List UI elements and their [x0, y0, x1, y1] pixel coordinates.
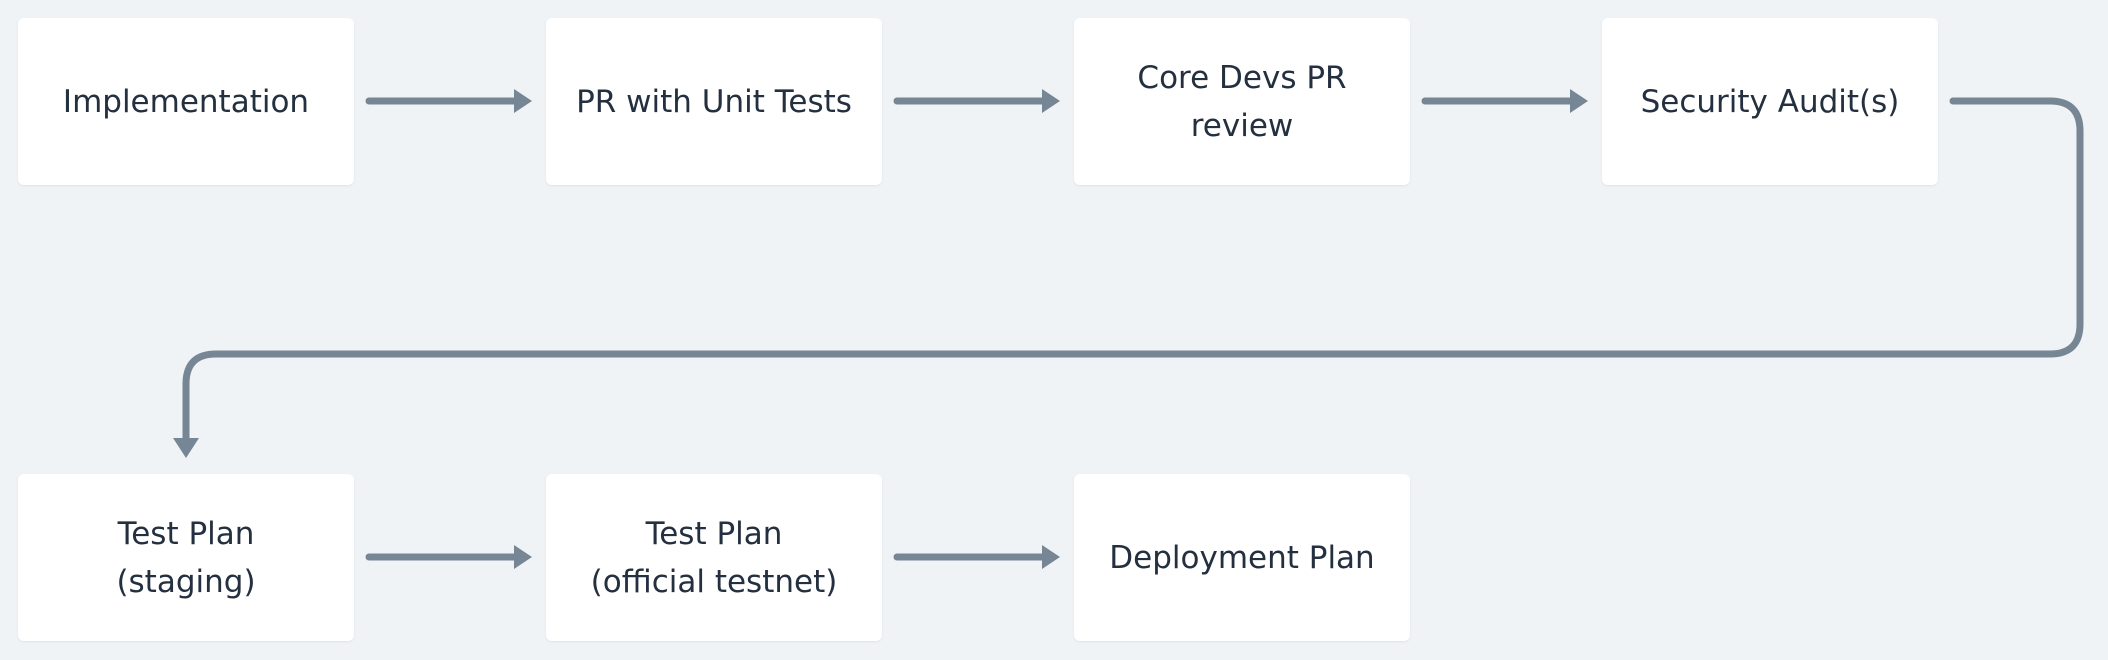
- node-pr-with-unit-tests: PR with Unit Tests: [546, 18, 882, 185]
- arrowhead-core-devs-pr-review-to-security-audits: [1570, 89, 1588, 113]
- arrowhead-test-plan-official-testnet-to-deployment-plan: [1042, 545, 1060, 569]
- node-test-plan-staging: Test Plan (staging): [18, 474, 354, 641]
- edge-security-audits-to-test-plan-staging: [182, 97, 2084, 442]
- arrowhead-implementation-to-pr-with-unit-tests: [514, 89, 532, 113]
- node-test-plan-official-testnet: Test Plan (official testnet): [546, 474, 882, 641]
- node-security-audits: Security Audit(s): [1602, 18, 1938, 185]
- arrowhead-test-plan-staging-to-test-plan-official-testnet: [514, 545, 532, 569]
- node-core-devs-pr-review: Core Devs PR review: [1074, 18, 1410, 185]
- arrowhead-security-audits-to-test-plan-staging: [173, 438, 199, 458]
- arrowhead-pr-with-unit-tests-to-core-devs-pr-review: [1042, 89, 1060, 113]
- node-implementation: Implementation: [18, 18, 354, 185]
- node-deployment-plan: Deployment Plan: [1074, 474, 1410, 641]
